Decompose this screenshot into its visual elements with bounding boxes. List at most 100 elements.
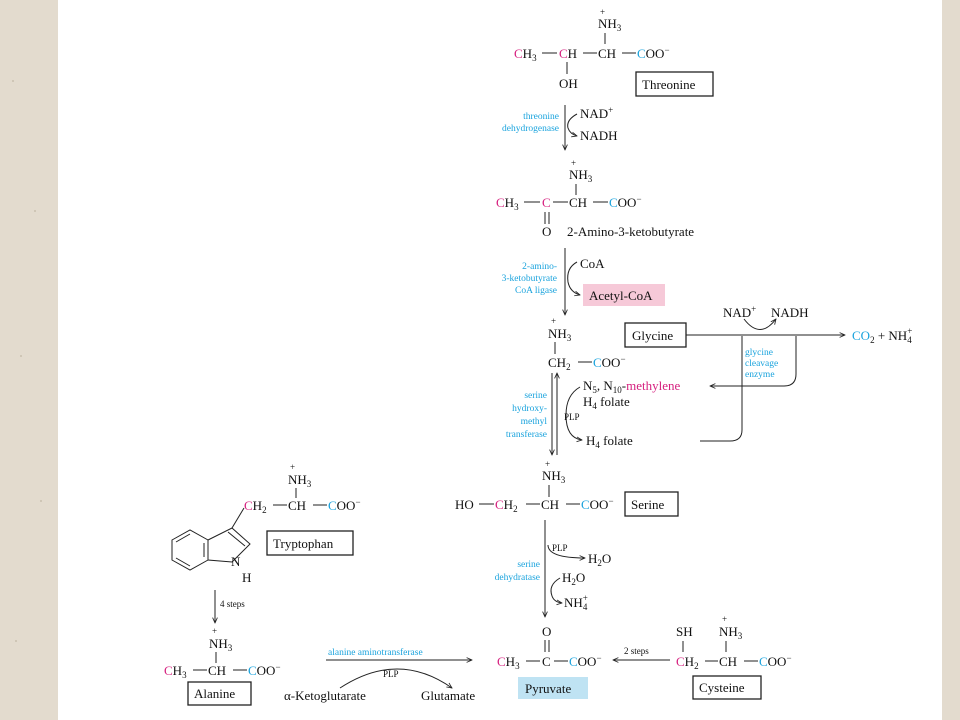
ketoglutarate-glutamate-arrow — [339, 668, 452, 688]
h2o-out-arrow — [547, 544, 585, 558]
left-margin — [0, 0, 58, 720]
enzyme-serine-dehydratase-2: dehydratase — [495, 573, 540, 583]
folate-cofactor-arrow — [565, 386, 582, 440]
cysteine-box — [692, 675, 762, 700]
pyruvate-box — [518, 677, 588, 699]
svg-text:O: O — [542, 624, 551, 639]
threonine-box — [635, 71, 714, 97]
tryptophan-box — [266, 530, 354, 556]
svg-text:CH: CH — [719, 654, 737, 669]
coa-cofactor-arrow — [567, 261, 580, 295]
threonine-structure: + NH3 CH3 CH CH COO− OH — [514, 7, 670, 91]
co2-nh4-products: CO2 + NH+4 — [852, 326, 912, 345]
diagram-page — [58, 0, 942, 720]
svg-text:CH3: CH3 — [497, 654, 520, 671]
acetyl-coa-box — [583, 284, 665, 306]
glycine-nad-arrow — [743, 319, 776, 330]
nadh-label: NADH — [580, 128, 618, 143]
svg-text:+: + — [545, 459, 550, 469]
enzyme-ligase-3: CoA ligase — [515, 286, 557, 296]
nad-cofactor-arrow — [567, 113, 577, 136]
enzyme-ligase-2: 3-ketobutyrate — [502, 274, 557, 284]
svg-text:CH: CH — [541, 497, 559, 512]
enzyme-ligase-1: 2-amino- — [522, 262, 557, 272]
threonine-label: Threonine — [642, 77, 696, 92]
svg-text:COO−: COO− — [759, 653, 792, 669]
svg-text:+: + — [571, 158, 576, 168]
glycine-structure: + NH3 CH2 COO− — [548, 316, 626, 372]
folate-loop-line — [700, 336, 743, 442]
enzyme-shmt-2: hydroxy- — [512, 404, 547, 414]
svg-text:H: H — [242, 570, 251, 585]
glycine-nad-label: NAD+ — [723, 304, 756, 320]
cysteine-structure: SH + NH3 CH2 CH COO− — [676, 614, 792, 671]
svg-text:C: C — [542, 654, 551, 669]
plp-shmt-label: PLP — [564, 412, 580, 422]
tryptophan-label: Tryptophan — [273, 536, 334, 551]
svg-text:CH: CH — [559, 46, 577, 61]
coa-label: CoA — [580, 256, 605, 271]
glycine-nadh-label: NADH — [771, 305, 809, 320]
alanine-structure: + NH3 CH3 CH COO− — [164, 626, 281, 680]
pyruvate-label: Pyruvate — [525, 681, 571, 696]
svg-text:SH: SH — [676, 624, 693, 639]
svg-text:CH2: CH2 — [676, 654, 699, 671]
svg-text:N: N — [231, 554, 241, 569]
svg-text:COO−: COO− — [637, 45, 670, 61]
glycine-label: Glycine — [632, 328, 673, 343]
methylene-folate-label-2: H4 folate — [583, 394, 630, 411]
pyruvate-structure: O CH3 C COO− — [497, 624, 602, 671]
svg-text:COO−: COO− — [581, 496, 614, 512]
svg-text:CH3: CH3 — [164, 663, 187, 680]
svg-text:CH: CH — [598, 46, 616, 61]
svg-text:O: O — [542, 224, 551, 239]
svg-text:COO−: COO− — [328, 497, 361, 513]
svg-text:CH3: CH3 — [496, 195, 519, 212]
enzyme-shmt-3: methyl — [521, 417, 548, 427]
ketobutyrate-label: 2-Amino-3-ketobutyrate — [567, 224, 694, 239]
plp-dehydratase-label: PLP — [552, 543, 568, 553]
svg-text:CH: CH — [288, 498, 306, 513]
svg-text:+: + — [722, 614, 727, 624]
svg-text:+: + — [600, 7, 605, 17]
h2o-nh4-arrow — [550, 577, 562, 603]
cysteine-label: Cysteine — [699, 680, 745, 695]
enzyme-alanine-aminotransferase: alanine aminotransferase — [328, 647, 423, 658]
h4-folate-label: H4 folate — [586, 433, 633, 450]
alpha-ketoglutarate-label: α-Ketoglutarate — [284, 688, 366, 703]
enzyme-glycine-cleavage-3: enzyme — [745, 370, 775, 380]
nh4-label: NH+4 — [564, 593, 588, 612]
svg-text:NH3: NH3 — [542, 468, 566, 485]
serine-box — [624, 491, 679, 517]
svg-text:NH3: NH3 — [719, 624, 743, 641]
svg-text:+: + — [290, 462, 295, 472]
enzyme-threonine-dehydrogenase-2: dehydrogenase — [502, 124, 559, 134]
two-steps-label: 2 steps — [624, 646, 649, 656]
enzyme-serine-dehydratase-1: serine — [517, 560, 540, 570]
serine-structure: + NH3 HO CH2 CH COO− — [455, 459, 614, 514]
svg-text:CH: CH — [569, 195, 587, 210]
h2o-out-label: H2O — [588, 551, 611, 568]
methylene-folate-label-1: N5, N10-methylene — [583, 378, 681, 395]
glutamate-label: Glutamate — [421, 688, 475, 703]
svg-text:NH3: NH3 — [598, 16, 622, 33]
svg-text:COO−: COO− — [569, 653, 602, 669]
svg-text:NH3: NH3 — [569, 167, 593, 184]
enzyme-glycine-cleavage-2: cleavage — [745, 359, 778, 369]
svg-text:CH3: CH3 — [514, 46, 537, 63]
svg-text:NH3: NH3 — [209, 636, 233, 653]
alanine-box — [187, 681, 252, 706]
four-steps-label: 4 steps — [220, 599, 245, 609]
svg-text:+: + — [212, 626, 217, 636]
svg-text:+: + — [551, 316, 556, 326]
svg-text:C: C — [542, 195, 551, 210]
svg-text:CH2: CH2 — [548, 355, 571, 372]
svg-text:CH2: CH2 — [244, 498, 267, 515]
enzyme-glycine-cleavage-1: glycine — [745, 348, 773, 358]
methylene-folate-return-arrow — [710, 336, 797, 386]
enzyme-shmt-4: transferase — [506, 429, 547, 440]
alanine-label: Alanine — [194, 686, 235, 701]
svg-text:HO: HO — [455, 497, 474, 512]
svg-text:COO−: COO− — [248, 662, 281, 678]
